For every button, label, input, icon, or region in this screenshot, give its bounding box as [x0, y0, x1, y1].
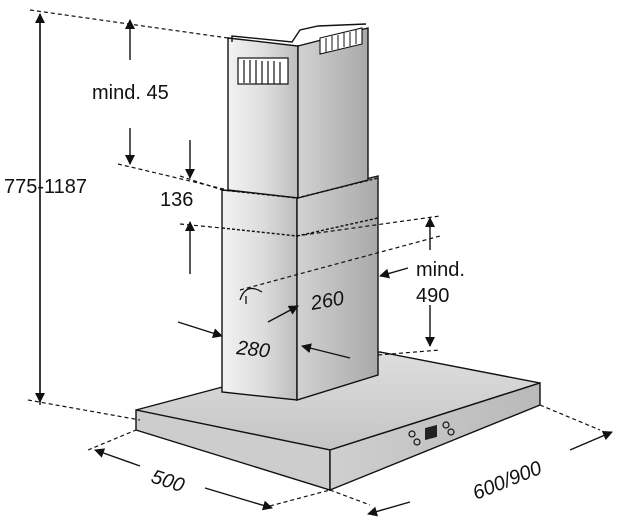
inner-depth-arrow-right — [301, 343, 351, 359]
control-panel — [408, 421, 455, 446]
label-min-side-b: 490 — [416, 285, 449, 307]
control-knob-icon — [413, 438, 421, 446]
vent-slots-icon — [237, 57, 289, 85]
label-inner-depth: 280 — [234, 337, 270, 362]
label-total-height: 775-1187 — [4, 176, 87, 198]
chimney-lower-front — [221, 189, 298, 401]
base-depth-arrow-left — [94, 448, 141, 467]
inner-depth-arrow-left — [177, 321, 223, 339]
display-icon — [425, 424, 437, 441]
base-depth-arrow-right — [204, 487, 273, 511]
chimney-upper-bottom-line — [221, 177, 379, 199]
control-knob-icon — [408, 430, 416, 438]
min-side-pointer — [379, 267, 409, 279]
label-min-top: mind. 45 — [92, 82, 169, 104]
label-min-side-a: mind. — [416, 259, 465, 281]
chimney-bracket — [231, 23, 367, 43]
base-width-arrow-left — [367, 501, 411, 517]
chimney-upper-right — [297, 27, 369, 199]
vent-slots-right-icon — [319, 27, 363, 55]
hood-base — [135, 351, 541, 492]
label-chimney-gap: 136 — [160, 189, 193, 211]
inner-width-arrow — [267, 305, 299, 323]
chimney-lower — [221, 175, 379, 401]
control-knob-icon — [442, 421, 450, 429]
dimension-lines — [35, 13, 613, 517]
mounting-mark-icon — [239, 287, 263, 301]
control-knob-icon — [447, 428, 455, 436]
base-width-arrow-right — [569, 430, 613, 451]
label-base-width: 600/900 — [470, 457, 545, 504]
label-base-depth: 500 — [148, 466, 187, 497]
chimney-upper — [221, 23, 379, 199]
